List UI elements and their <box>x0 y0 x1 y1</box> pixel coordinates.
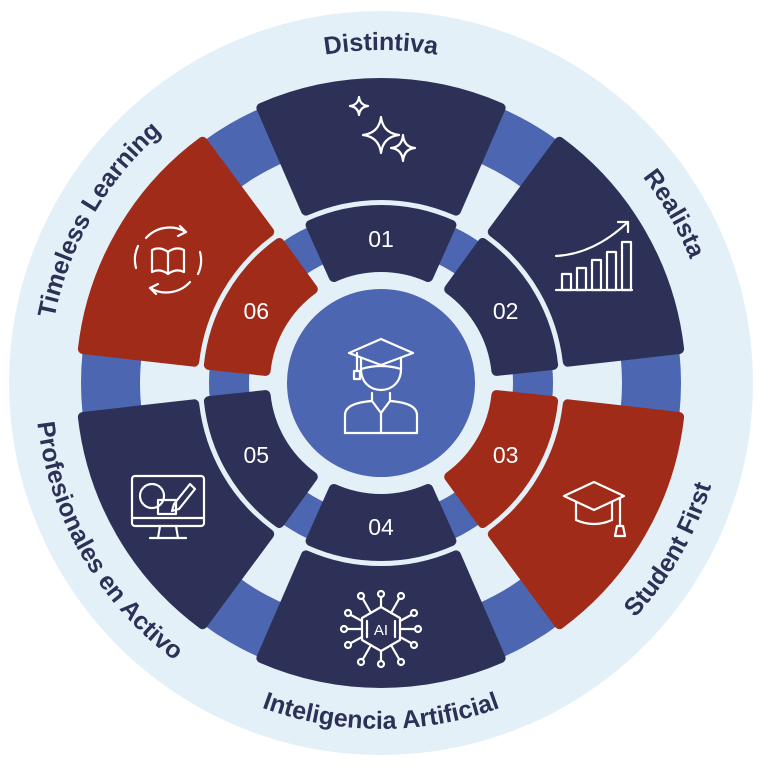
inner-segment-03 <box>444 390 559 528</box>
segment-number-06: 06 <box>244 298 270 324</box>
outer-segment-4 <box>256 550 506 688</box>
book-cycle-icon <box>133 224 203 296</box>
segment-number-05: 05 <box>244 442 270 468</box>
outer-segments: AI <box>77 78 685 688</box>
inner-segment-05 <box>203 390 318 528</box>
inner-segment-01 <box>305 205 457 282</box>
student-graduate-icon <box>343 337 419 435</box>
segment-number-02: 02 <box>493 298 519 324</box>
ai-chip-icon: AI <box>339 589 423 669</box>
outer-segment-2 <box>487 136 685 367</box>
inner-segment-04 <box>305 484 457 561</box>
svg-text:AI: AI <box>374 622 388 639</box>
segment-label-1: Distintiva <box>322 28 441 61</box>
segment-number-04: 04 <box>368 514 394 540</box>
sparkles-icon <box>348 95 417 163</box>
segment-number-01: 01 <box>368 226 394 252</box>
graduation-cap-icon <box>562 480 627 538</box>
inner-segments: 01 02 03 04 05 06 <box>203 205 559 561</box>
monitor-drawing-icon <box>130 474 206 540</box>
growth-chart-icon <box>554 220 634 292</box>
inner-segment-02 <box>444 238 559 376</box>
segment-number-03: 03 <box>493 442 519 468</box>
center-circle <box>287 289 475 477</box>
outer-segment-1 <box>256 78 506 216</box>
outer-segment-6 <box>77 136 275 367</box>
outer-segment-3 <box>487 399 685 630</box>
inner-segment-06 <box>203 238 318 376</box>
